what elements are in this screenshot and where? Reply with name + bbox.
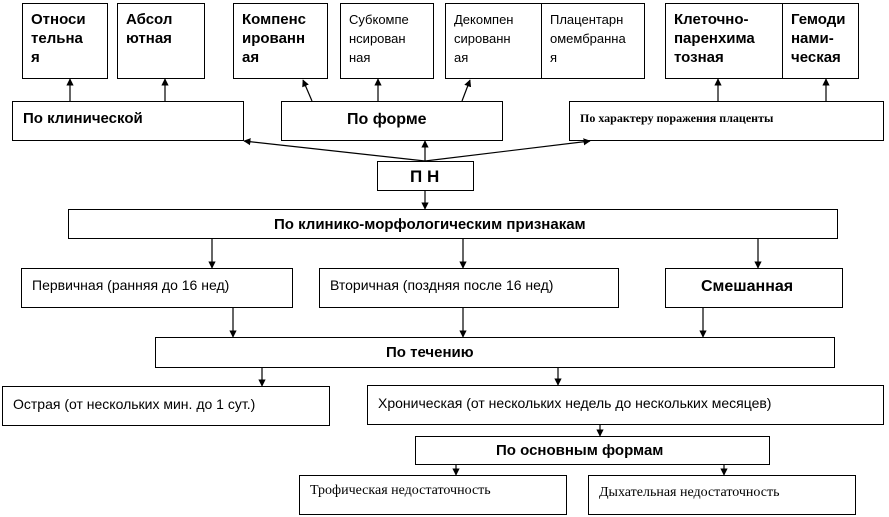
node-subcompensated: Субкомпе нсирован ная: [340, 3, 434, 79]
node-mixed: Смешанная: [665, 268, 843, 308]
node-main-forms: По основным формам: [415, 436, 770, 465]
node-mixed-label: Смешанная: [701, 278, 794, 295]
node-trophic: Трофическая недостаточность: [299, 475, 567, 515]
node-chronic: Хроническая (от нескольких недель до нес…: [367, 385, 884, 425]
node-by-placenta-damage-label: По характеру поражения плаценты: [580, 111, 774, 125]
node-subcompensated-label: Субкомпе нсирован ная: [349, 12, 409, 65]
node-absolute-label: Абсол ютная: [126, 11, 173, 47]
arrow-pn-to-placenta: [424, 138, 591, 162]
node-by-clinical: По клинической: [12, 101, 244, 141]
node-primary-label: Первичная (ранняя до 16 нед): [32, 277, 230, 293]
node-cellular-group: Клеточно- паренхима тозная Гемоди нами- …: [665, 3, 859, 79]
node-course: По течению: [155, 337, 835, 368]
node-respiratory-label: Дыхательная недостаточность: [599, 485, 780, 500]
node-decompensated-group: Декомпен сированн ая Плацентарн омембран…: [445, 3, 645, 79]
arrow-form-to-decompensated: [461, 79, 472, 102]
node-secondary-label: Вторичная (поздняя после 16 нед): [330, 277, 554, 293]
node-trophic-label: Трофическая недостаточность: [310, 483, 491, 498]
node-relative: Относи тельна я: [22, 3, 108, 79]
node-hemodynamic-label: Гемоди нами- ческая: [791, 11, 846, 66]
node-pn-label: П Н: [410, 167, 440, 186]
node-by-form-label: По форме: [347, 111, 427, 128]
node-chronic-label: Хроническая (от нескольких недель до нес…: [378, 395, 772, 411]
node-by-clinical-label: По клинической: [23, 110, 143, 127]
node-primary: Первичная (ранняя до 16 нед): [21, 268, 293, 308]
node-by-form: По форме: [281, 101, 503, 141]
node-decompensated-label: Декомпен сированн ая: [454, 12, 514, 65]
arrow-pn-to-clinical: [243, 138, 426, 162]
node-compensated: Компенс ированн ая: [233, 3, 328, 79]
cell-divider: [541, 4, 542, 78]
node-secondary: Вторичная (поздняя после 16 нед): [319, 268, 619, 308]
node-acute: Острая (от нескольких мин. до 1 сут.): [2, 386, 330, 426]
node-absolute: Абсол ютная: [117, 3, 205, 79]
node-by-placenta-damage: По характеру поражения плаценты: [569, 101, 884, 141]
node-relative-label: Относи тельна я: [31, 11, 86, 66]
node-acute-label: Острая (от нескольких мин. до 1 сут.): [13, 396, 256, 412]
node-compensated-label: Компенс ированн ая: [242, 11, 307, 66]
node-placental-membrane-label: Плацентарн омембранна я: [550, 12, 626, 65]
arrow-form-to-compensated: [302, 79, 313, 102]
node-cellular-parenchymal-label: Клеточно- паренхима тозная: [674, 11, 755, 66]
node-morphology: По клинико-морфологическим признакам: [68, 209, 838, 239]
cell-divider: [782, 4, 783, 78]
node-course-label: По течению: [386, 344, 474, 361]
node-main-forms-label: По основным формам: [496, 442, 664, 459]
node-morphology-label: По клинико-морфологическим признакам: [274, 216, 586, 233]
